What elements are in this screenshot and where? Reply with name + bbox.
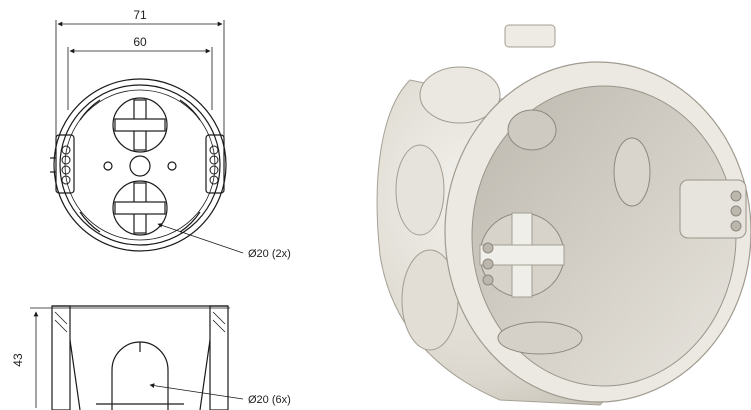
front-cross-knockout — [479, 212, 565, 298]
top-knockout-callout: Ø20 (2x) — [248, 248, 291, 260]
outer-width-label: 71 — [133, 8, 147, 22]
top-view-drawing — [50, 20, 227, 252]
top-knockout-leader — [157, 223, 244, 254]
side-knockout-leader — [149, 383, 244, 400]
side-knockout-callout: Ø20 (6x) — [248, 394, 291, 406]
side-view-drawing — [30, 305, 230, 410]
height-label: 43 — [11, 353, 25, 367]
junction-box-photo — [376, 24, 751, 406]
inner-width-label: 60 — [133, 35, 147, 49]
